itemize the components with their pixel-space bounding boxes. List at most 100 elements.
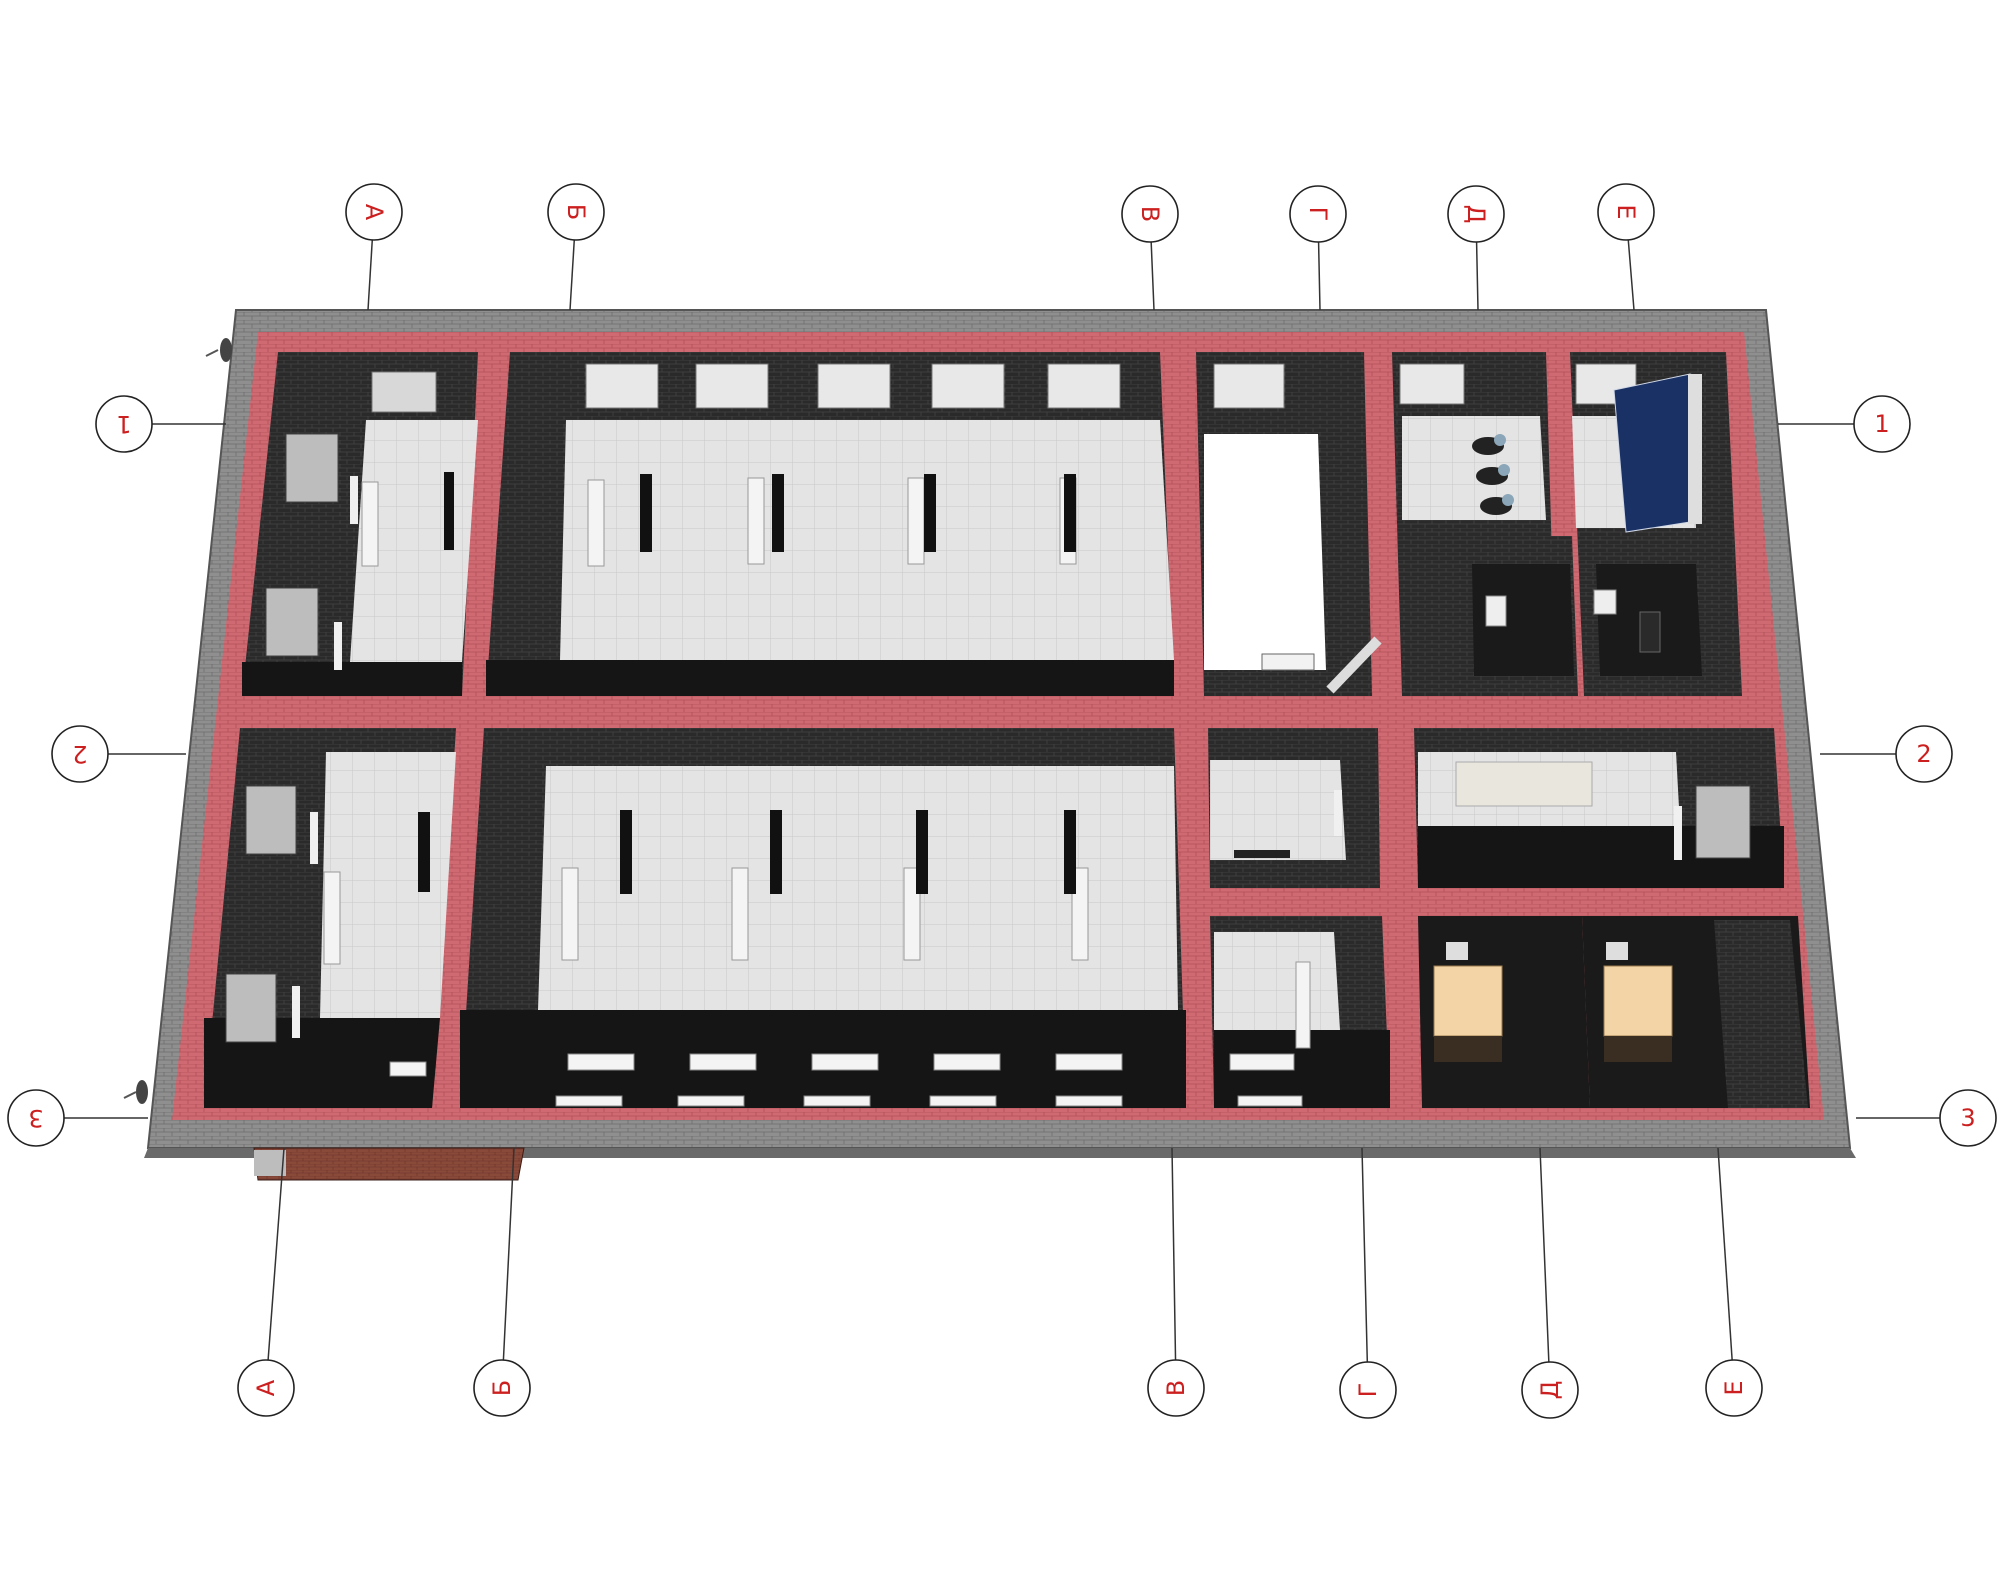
grid-axis-label: 2 (1916, 740, 1931, 768)
desk-icon (640, 474, 652, 552)
grid-axis-leader (1627, 239, 1635, 311)
grid-axis-a-bottom: А (237, 1147, 295, 1417)
grid-axis-circle (95, 395, 153, 453)
room-g-e-row2-upper (1414, 728, 1784, 888)
grid-axis-circle (1121, 185, 1179, 243)
desk-icon (561, 867, 579, 961)
window-icon (225, 973, 277, 1043)
grid-axis-leader (1171, 1147, 1177, 1361)
chair-icon (1472, 434, 1514, 515)
grid-axis-e-top: Е (1597, 183, 1655, 311)
grid-axis-label: 3 (28, 1104, 43, 1132)
grid-axis-circle (1147, 1359, 1205, 1417)
grid-axis-2-left: 2 (51, 725, 186, 783)
grid-axis-circle (51, 725, 109, 783)
room-d-e-row1 (1570, 352, 1742, 696)
grid-axis-label: А (360, 204, 388, 221)
desk-icon (770, 810, 782, 894)
grid-axis-2-right: 2 (1820, 725, 1953, 783)
room-b-v-row1 (486, 352, 1174, 696)
satellite-dish-icon (123, 1080, 148, 1104)
window-icon (931, 363, 1005, 409)
grid-axis-circle (473, 1359, 531, 1417)
grid-axis-circle (1447, 185, 1505, 243)
grid-axis-label: В (1136, 206, 1164, 222)
window-icon (1213, 363, 1285, 409)
grid-axis-leader (1150, 241, 1155, 311)
grid-axis-b-bottom: Б (473, 1147, 531, 1417)
grid-axis-circle (1895, 725, 1953, 783)
grid-axis-label: Е (1720, 1380, 1748, 1395)
grid-axis-leader (1539, 1147, 1550, 1363)
grid-axis-g-top: Г (1289, 185, 1347, 311)
room-b-v-row2 (460, 728, 1186, 1108)
grid-axis-3-left: 3 (7, 1089, 148, 1147)
grid-axis-1-left: 1 (95, 395, 226, 453)
toilet-icon (1485, 595, 1507, 627)
grid-axis-v-bottom: В (1147, 1147, 1205, 1417)
desk-icon (1603, 942, 1673, 1062)
grid-axis-d-top: Д (1447, 185, 1505, 311)
room-g-d-row2-lower (1418, 916, 1590, 1108)
grid-axis-label: 3 (1960, 1104, 1975, 1132)
grid-axis-leader (1717, 1147, 1733, 1361)
window-icon (371, 371, 437, 413)
room-v-g-row1 (1196, 352, 1382, 696)
window-icon (817, 363, 891, 409)
stair-icon (1261, 636, 1382, 694)
grid-axis-leader (502, 1147, 515, 1361)
desk-icon (731, 867, 749, 961)
grid-axis-leader (569, 239, 576, 311)
window-icon (1047, 363, 1121, 409)
desk-icon (1433, 942, 1503, 1062)
grid-axis-leader (1475, 241, 1479, 311)
grid-axis-d-bottom: Д (1521, 1147, 1579, 1419)
grid-axis-3-right: 3 (1856, 1089, 1997, 1147)
desk-icon (555, 1053, 1123, 1107)
desk-icon (323, 871, 341, 965)
room-v-g-row2-upper (1208, 728, 1380, 888)
grid-axis-leader (367, 239, 374, 311)
room-a-b-row1 (242, 352, 478, 696)
desk-icon (916, 810, 928, 894)
grid-axis-circle (1705, 1359, 1763, 1417)
window-icon (695, 363, 769, 409)
grid-axis-label: 1 (116, 410, 131, 438)
desk-icon (418, 812, 430, 892)
window-icon (1399, 363, 1465, 405)
grid-axis-label: Б (562, 204, 590, 220)
grid-axis-label: Г (1354, 1383, 1382, 1398)
room-g-d-row1 (1392, 352, 1578, 696)
grid-axis-circle (237, 1359, 295, 1417)
radiator-icon (310, 812, 318, 864)
desk-icon (1064, 810, 1076, 894)
grid-axis-label: В (1162, 1380, 1190, 1396)
grid-axis-circle (1289, 185, 1347, 243)
desk-icon (907, 477, 925, 565)
grid-axis-label: Е (1612, 204, 1640, 219)
window-icon (245, 785, 297, 855)
radiator-icon (292, 986, 300, 1038)
desk-icon (444, 472, 454, 550)
grid-axis-leader (267, 1147, 285, 1361)
grid-axis-leader (1317, 241, 1321, 311)
room-a-b-row2 (204, 728, 456, 1108)
room-d-e-row2-lower (1582, 916, 1810, 1108)
grid-axis-label: 1 (1874, 410, 1889, 438)
grid-axis-b-top: Б (547, 183, 605, 311)
grid-axis-circle (1939, 1089, 1997, 1147)
grid-axis-label: 2 (72, 740, 87, 768)
desk-icon (772, 474, 784, 552)
grid-axis-circle (345, 183, 403, 241)
grid-axis-label: Б (488, 1380, 516, 1396)
grid-axis-a-top: А (345, 183, 403, 311)
grid-axis-circle (1853, 395, 1911, 453)
grid-axis-label: Д (1536, 1381, 1564, 1400)
window-icon (585, 363, 659, 409)
grid-axis-circle (1521, 1361, 1579, 1419)
desk-icon (747, 477, 765, 565)
desk-icon (1064, 474, 1076, 552)
